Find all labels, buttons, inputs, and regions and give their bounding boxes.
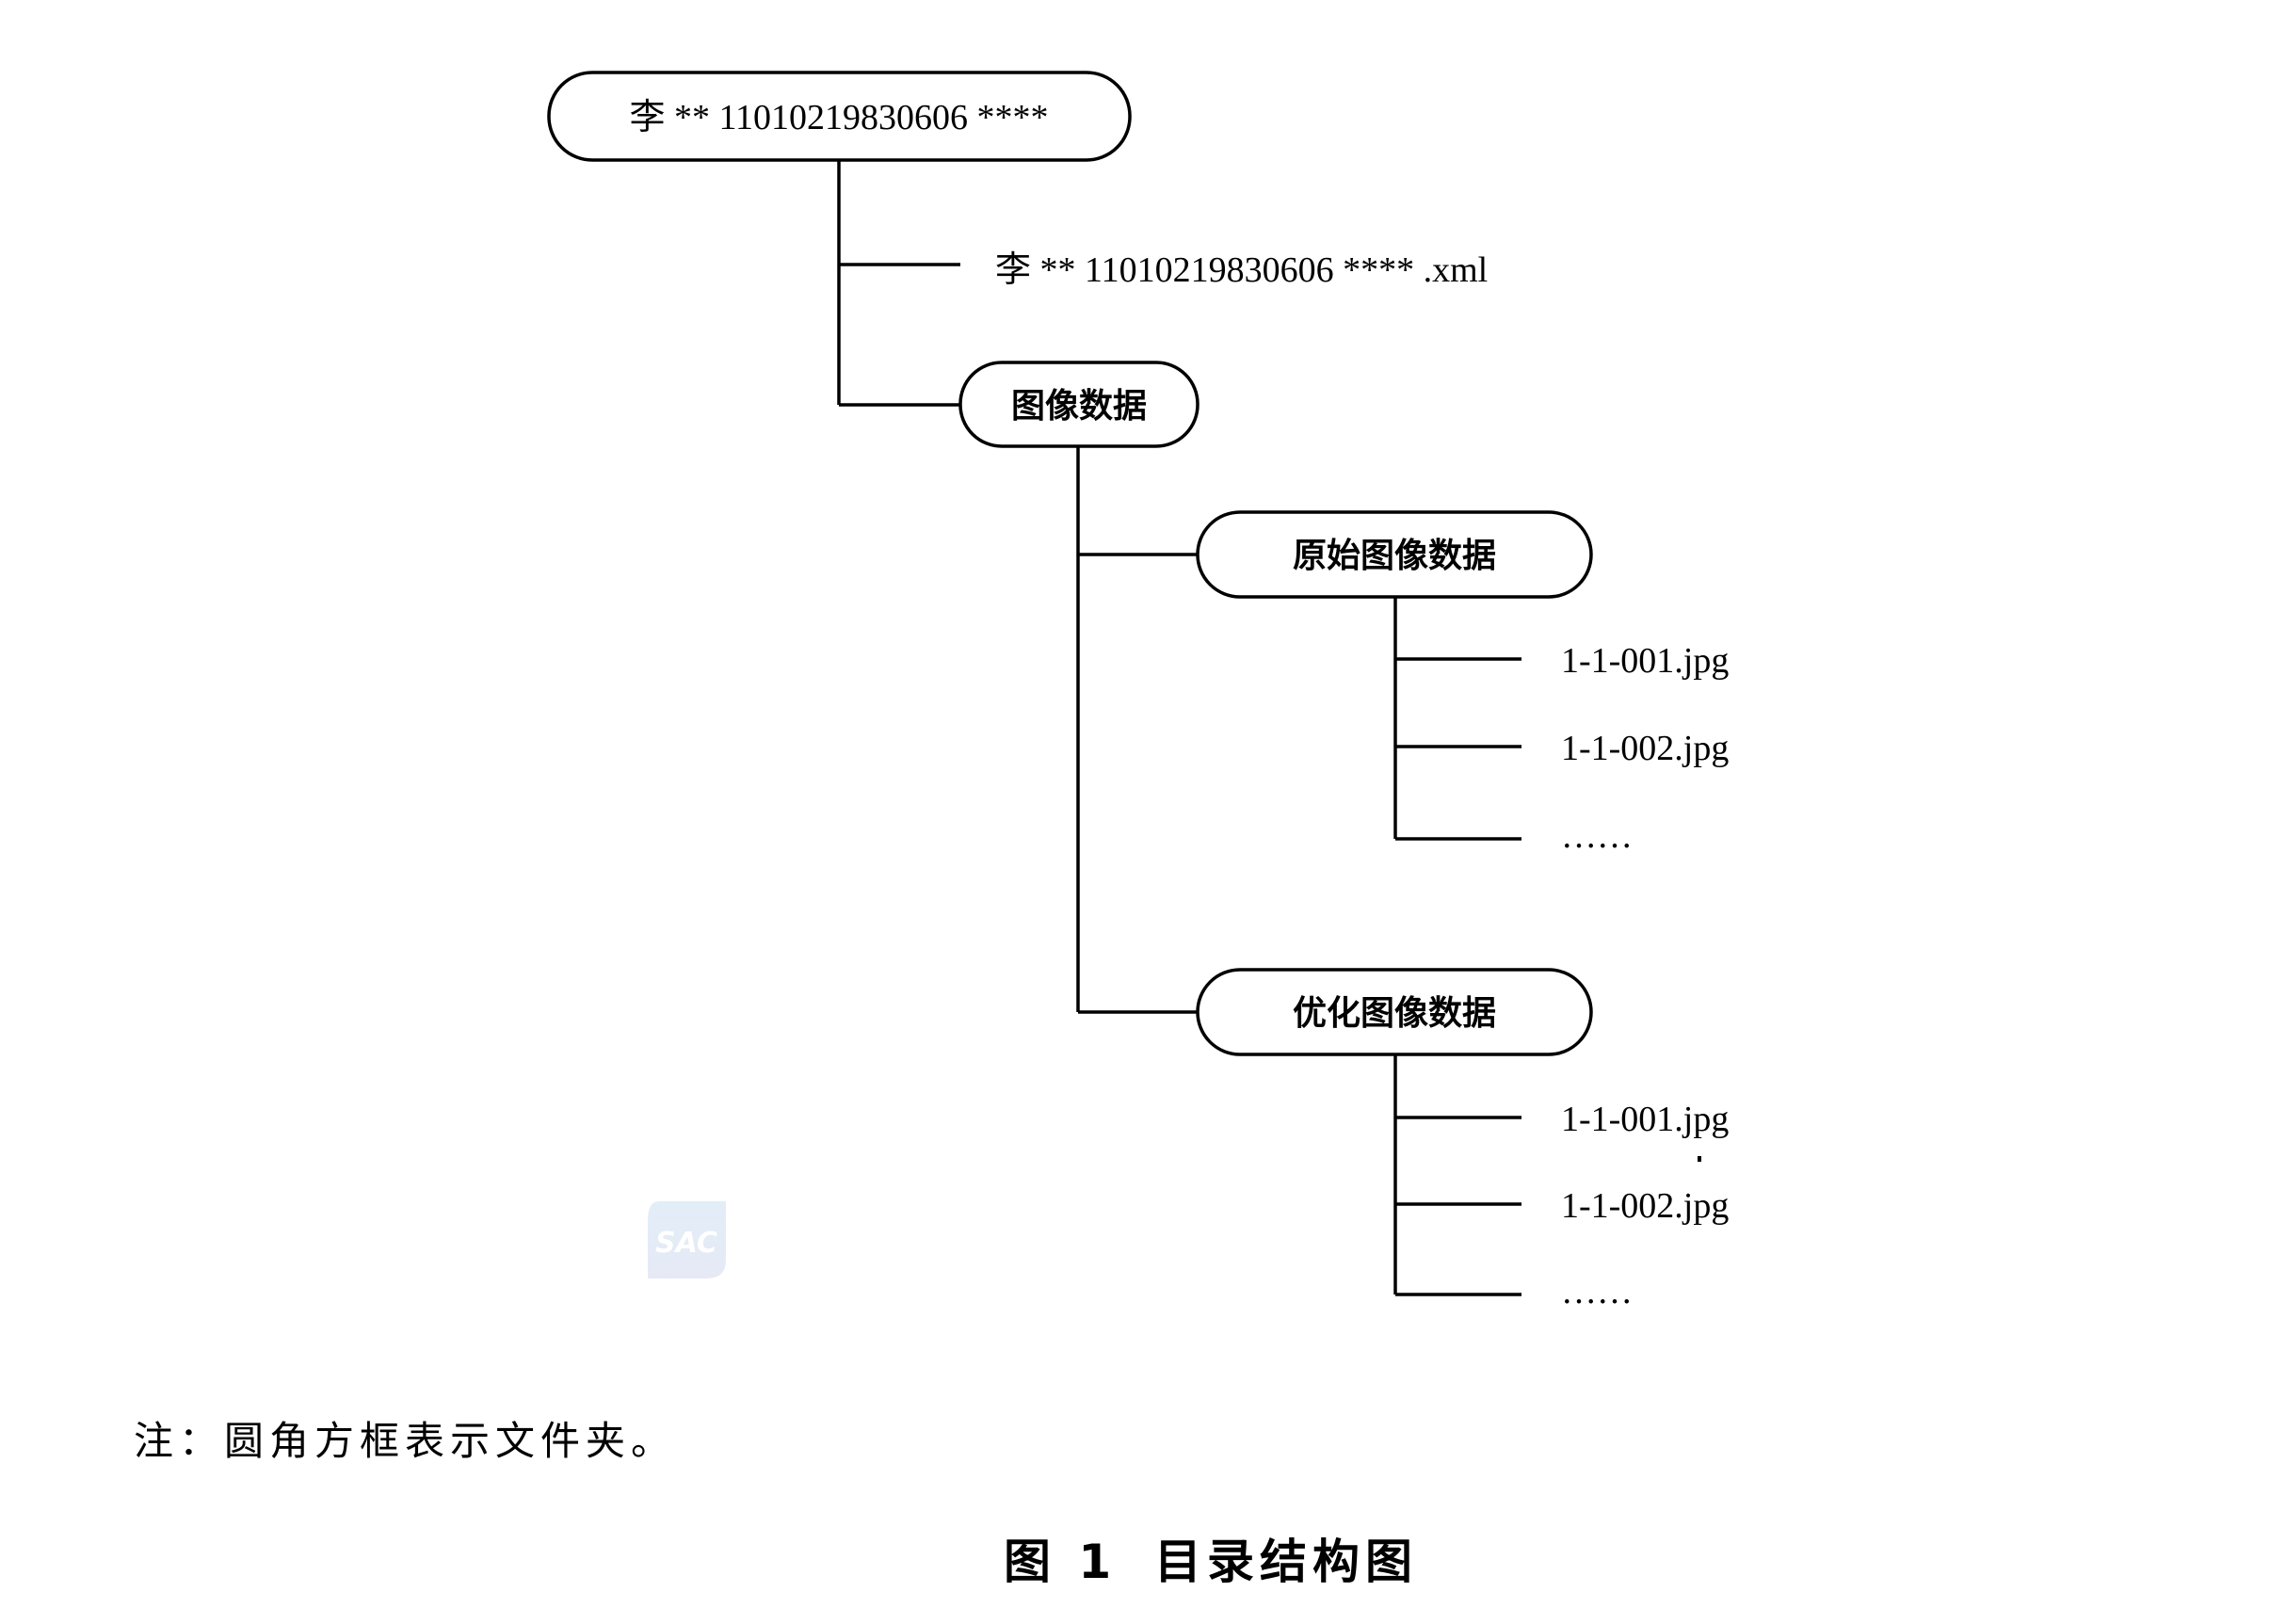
original-image-folder-label: 原始图像数据 bbox=[1293, 537, 1496, 575]
sac-watermark-logo: SAC bbox=[648, 1201, 726, 1278]
root-folder-label: 李 ** 11010219830606 **** bbox=[629, 98, 1048, 137]
connector-lines bbox=[837, 160, 1521, 1296]
optimized-image-folder-node: 优化图像数据 bbox=[1196, 968, 1593, 1056]
xml-file-label: 李 ** 11010219830606 **** .xml bbox=[995, 250, 1488, 290]
image-data-folder-label: 图像数据 bbox=[1011, 387, 1147, 426]
ellipsis-label: …… bbox=[1561, 816, 1633, 856]
root-folder-node: 李 ** 11010219830606 **** bbox=[547, 71, 1132, 162]
file-label: 1-1-001.jpg bbox=[1561, 1100, 1729, 1139]
optimized-image-folder-label: 优化图像数据 bbox=[1293, 994, 1496, 1033]
file-label: 1-1-002.jpg bbox=[1561, 1186, 1729, 1226]
note-text: 注：圆角方框表示文件夹。 bbox=[134, 1418, 676, 1464]
figure-title: 目录结构图 bbox=[1154, 1535, 1418, 1589]
figure-caption: 图 1 目录结构图 bbox=[1004, 1535, 1418, 1589]
original-image-folder-node: 原始图像数据 bbox=[1196, 510, 1593, 599]
ellipsis-label: …… bbox=[1561, 1272, 1633, 1311]
stray-dot bbox=[1698, 1156, 1701, 1162]
figure-number: 图 1 bbox=[1004, 1535, 1117, 1589]
file-label: 1-1-001.jpg bbox=[1561, 641, 1729, 681]
svg-text:SAC: SAC bbox=[655, 1227, 717, 1260]
file-label: 1-1-002.jpg bbox=[1561, 729, 1729, 768]
image-data-folder-node: 图像数据 bbox=[958, 361, 1199, 448]
